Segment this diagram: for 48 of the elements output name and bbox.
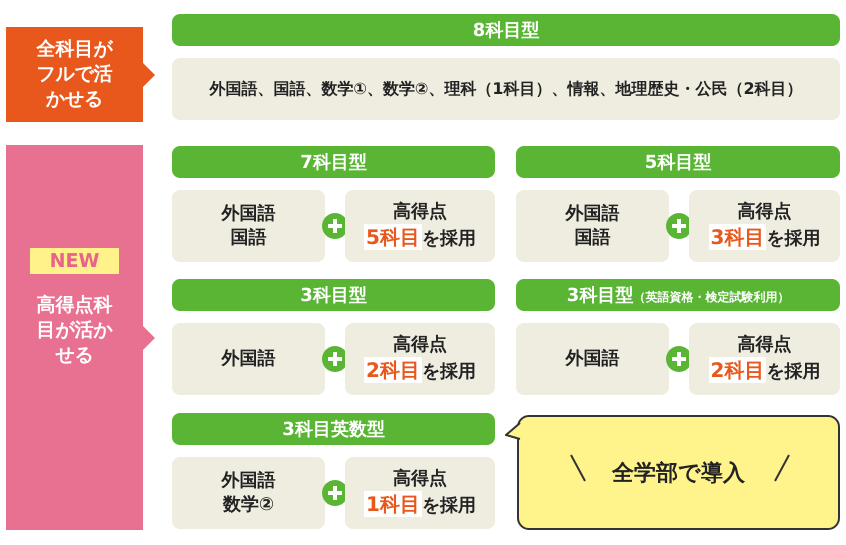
subject-text: 数学② [222,493,274,517]
score-text: 高得点 [738,200,792,224]
new-tag [30,248,119,274]
subject-card [345,323,495,395]
header-text: 3科目型 [566,284,634,307]
count-text: 5科目 [364,224,422,250]
subject-text: 国語 [574,226,610,250]
subject-text: 外国語 [222,202,276,226]
header-bar [516,279,840,311]
score-text: 高得点 [393,200,447,224]
subject-card [345,457,495,529]
score-text: を採用 [422,494,476,518]
subject-text: 外国語 [222,347,276,371]
category-text: 高得点科目が活かせる [36,293,114,368]
header-text: 5科目型 [644,151,712,174]
count-text: 3科目 [708,224,766,250]
category-text: 全科目がフルで活かせる [35,37,114,112]
header-bar [172,14,840,46]
header-bar [172,279,495,311]
score-text: 高得点 [393,333,447,357]
header-bar [172,413,495,445]
subject-list: 外国語、国語、数学①、数学②、理科（1科目）、情報、地理歴史・公民（2科目） [209,78,803,100]
header-text: 8科目型 [472,19,540,42]
count-text: 2科目 [364,357,422,383]
subject-text: 外国語 [222,469,276,493]
bubble-text: 全学部で導入 [612,460,745,488]
header-note: （英語資格・検定試験利用） [633,290,790,306]
subject-text: 外国語 [566,202,620,226]
score-text: を採用 [766,360,820,384]
subject-card [345,190,495,262]
subject-text: 国語 [230,226,266,250]
score-text: を採用 [766,227,820,251]
score-text: を採用 [422,227,476,251]
subject-text: 外国語 [566,347,620,371]
score-text: 高得点 [738,333,792,357]
subject-card [172,58,840,120]
header-text: 3科目英数型 [282,418,385,441]
header-bar [516,146,840,178]
subject-card [689,190,840,262]
header-bar [172,146,495,178]
header-text: 7科目型 [300,151,367,174]
header-text: 3科目型 [300,284,367,307]
subject-card [689,323,840,395]
count-text: 2科目 [708,357,766,383]
count-text: 1科目 [364,491,422,517]
score-text: 高得点 [393,467,447,491]
score-text: を採用 [422,360,476,384]
tag-text: NEW [50,250,100,272]
